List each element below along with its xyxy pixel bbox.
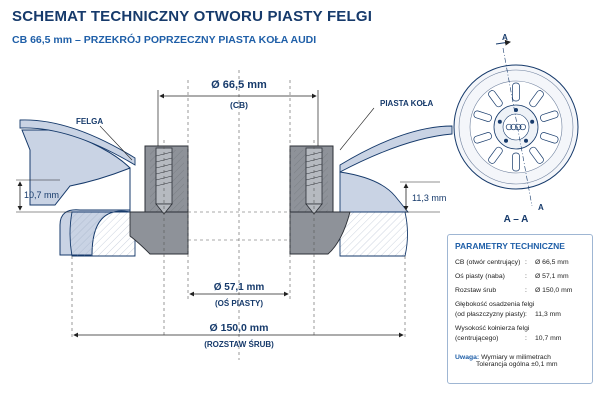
- note-label: Uwaga:: [455, 354, 480, 361]
- param-value: 10,7 mm: [535, 335, 562, 342]
- param-row: Oś piasty (naba):Ø 57,1 mm: [455, 273, 569, 280]
- note-line-1: Wymiary w milimetrach: [481, 354, 551, 361]
- wheel-spoke: [529, 90, 544, 108]
- wheel-spoke: [512, 82, 520, 102]
- lug-hole: [523, 138, 528, 143]
- param-row: Głębokość osadzenia felgi: [455, 301, 589, 308]
- param-value: Ø 57,1 mm: [535, 273, 569, 280]
- param-row: CB (otwór centrujący):Ø 66,5 mm: [455, 259, 569, 266]
- param-value: 11,3 mm: [535, 311, 561, 318]
- rim-left-inner: [69, 211, 136, 257]
- hub-axis-caption: (OŚ PIASTY): [215, 299, 263, 308]
- param-label: CB (otwór centrujący): [455, 259, 521, 266]
- param-row: (od płaszczyzny piasty):11,3 mm: [455, 311, 561, 318]
- technical-parameters-panel: PARAMETRY TECHNICZNE CB (otwór centrując…: [447, 234, 593, 384]
- rim-right-flange: [339, 125, 453, 173]
- param-value: Ø 66,5 mm: [535, 259, 569, 266]
- wheel-spoke: [540, 132, 559, 144]
- param-label: Oś piasty (naba): [455, 273, 505, 280]
- bolt-circle-caption: (ROZSTAW ŚRUB): [204, 340, 274, 349]
- wheel-spoke: [512, 152, 520, 172]
- param-row: Wysokość kołnierza felgi: [455, 325, 589, 332]
- wheel-spoke: [488, 146, 503, 164]
- cb-value: Ø 66,5 mm: [211, 79, 267, 91]
- cb-caption: (CB): [230, 100, 248, 110]
- lug-hole: [504, 138, 509, 143]
- wheel-spoke: [473, 110, 492, 122]
- param-label: (od płaszczyzny piasty): [455, 311, 526, 318]
- lug-hole: [514, 108, 518, 112]
- wheel-spoke: [529, 146, 544, 164]
- hub-lower-flange: [129, 211, 189, 255]
- param-label: Rozstaw śrub: [455, 287, 497, 294]
- parameters-title: PARAMETRY TECHNICZNE: [455, 241, 565, 251]
- rim-right-body: [339, 171, 409, 213]
- section-line-a: [502, 47, 533, 207]
- page-title: SCHEMAT TECHNICZNY OTWORU PIASTY FELGI: [12, 8, 373, 25]
- param-label: Wysokość kołnierza felgi: [455, 325, 530, 332]
- wheel-spoke: [473, 132, 492, 144]
- section-mark-bottom: A: [538, 203, 544, 212]
- right-dimension-value: 11,3 mm: [412, 193, 446, 203]
- param-row: (centrującego):10,7 mm: [455, 335, 562, 342]
- bolt-circle-value: Ø 150,0 mm: [210, 322, 269, 334]
- note-line-2: Tolerancja ogólna ±0,1 mm: [476, 361, 558, 368]
- param-label: (centrującego): [455, 335, 499, 342]
- rim-label: FELGA: [76, 117, 103, 126]
- lug-hole: [530, 119, 535, 124]
- hub-label: PIASTA KOŁA: [380, 99, 434, 108]
- rim-left-flange: [19, 119, 136, 166]
- param-value: Ø 150,0 mm: [535, 287, 573, 294]
- page-subtitle: CB 66,5 mm – PRZEKRÓJ POPRZECZNY PIASTA …: [12, 34, 317, 46]
- rim-right-inner: [339, 211, 408, 257]
- lug-hole: [497, 119, 502, 124]
- left-dimension-value: 10,7 mm: [24, 190, 59, 200]
- wheel-spoke: [488, 90, 503, 108]
- wheel-spoke: [540, 110, 559, 122]
- params-note: Uwaga: Wymiary w milimetrach Tolerancja …: [455, 354, 558, 368]
- hub-lower-flange-right: [289, 211, 351, 255]
- audi-rings-logo: [505, 123, 526, 131]
- hub-axis-value: Ø 57,1 mm: [214, 282, 265, 293]
- param-label: Głębokość osadzenia felgi: [455, 301, 535, 308]
- param-row: Rozstaw śrub:Ø 150,0 mm: [455, 287, 573, 294]
- section-mark-top: A: [502, 33, 508, 42]
- section-caption: A – A: [504, 214, 529, 225]
- wheel-front-view: [453, 64, 579, 190]
